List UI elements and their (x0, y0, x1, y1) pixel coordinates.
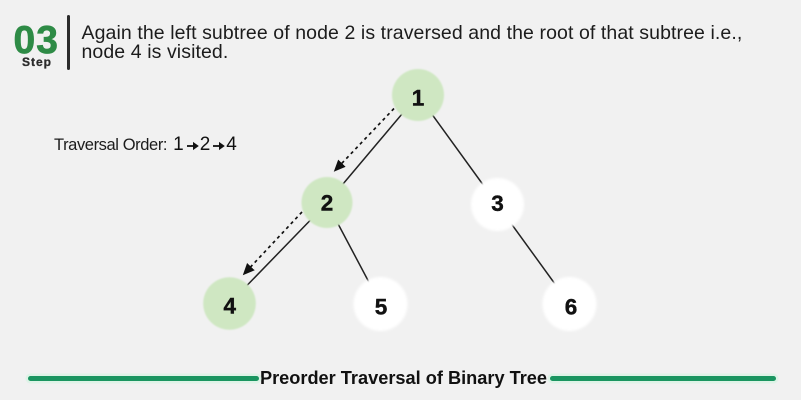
svg-text:2: 2 (321, 191, 334, 216)
svg-text:4: 4 (224, 294, 237, 319)
svg-text:5: 5 (375, 295, 388, 320)
svg-text:3: 3 (491, 191, 504, 216)
svg-text:1: 1 (412, 86, 425, 111)
svg-text:6: 6 (565, 295, 578, 320)
